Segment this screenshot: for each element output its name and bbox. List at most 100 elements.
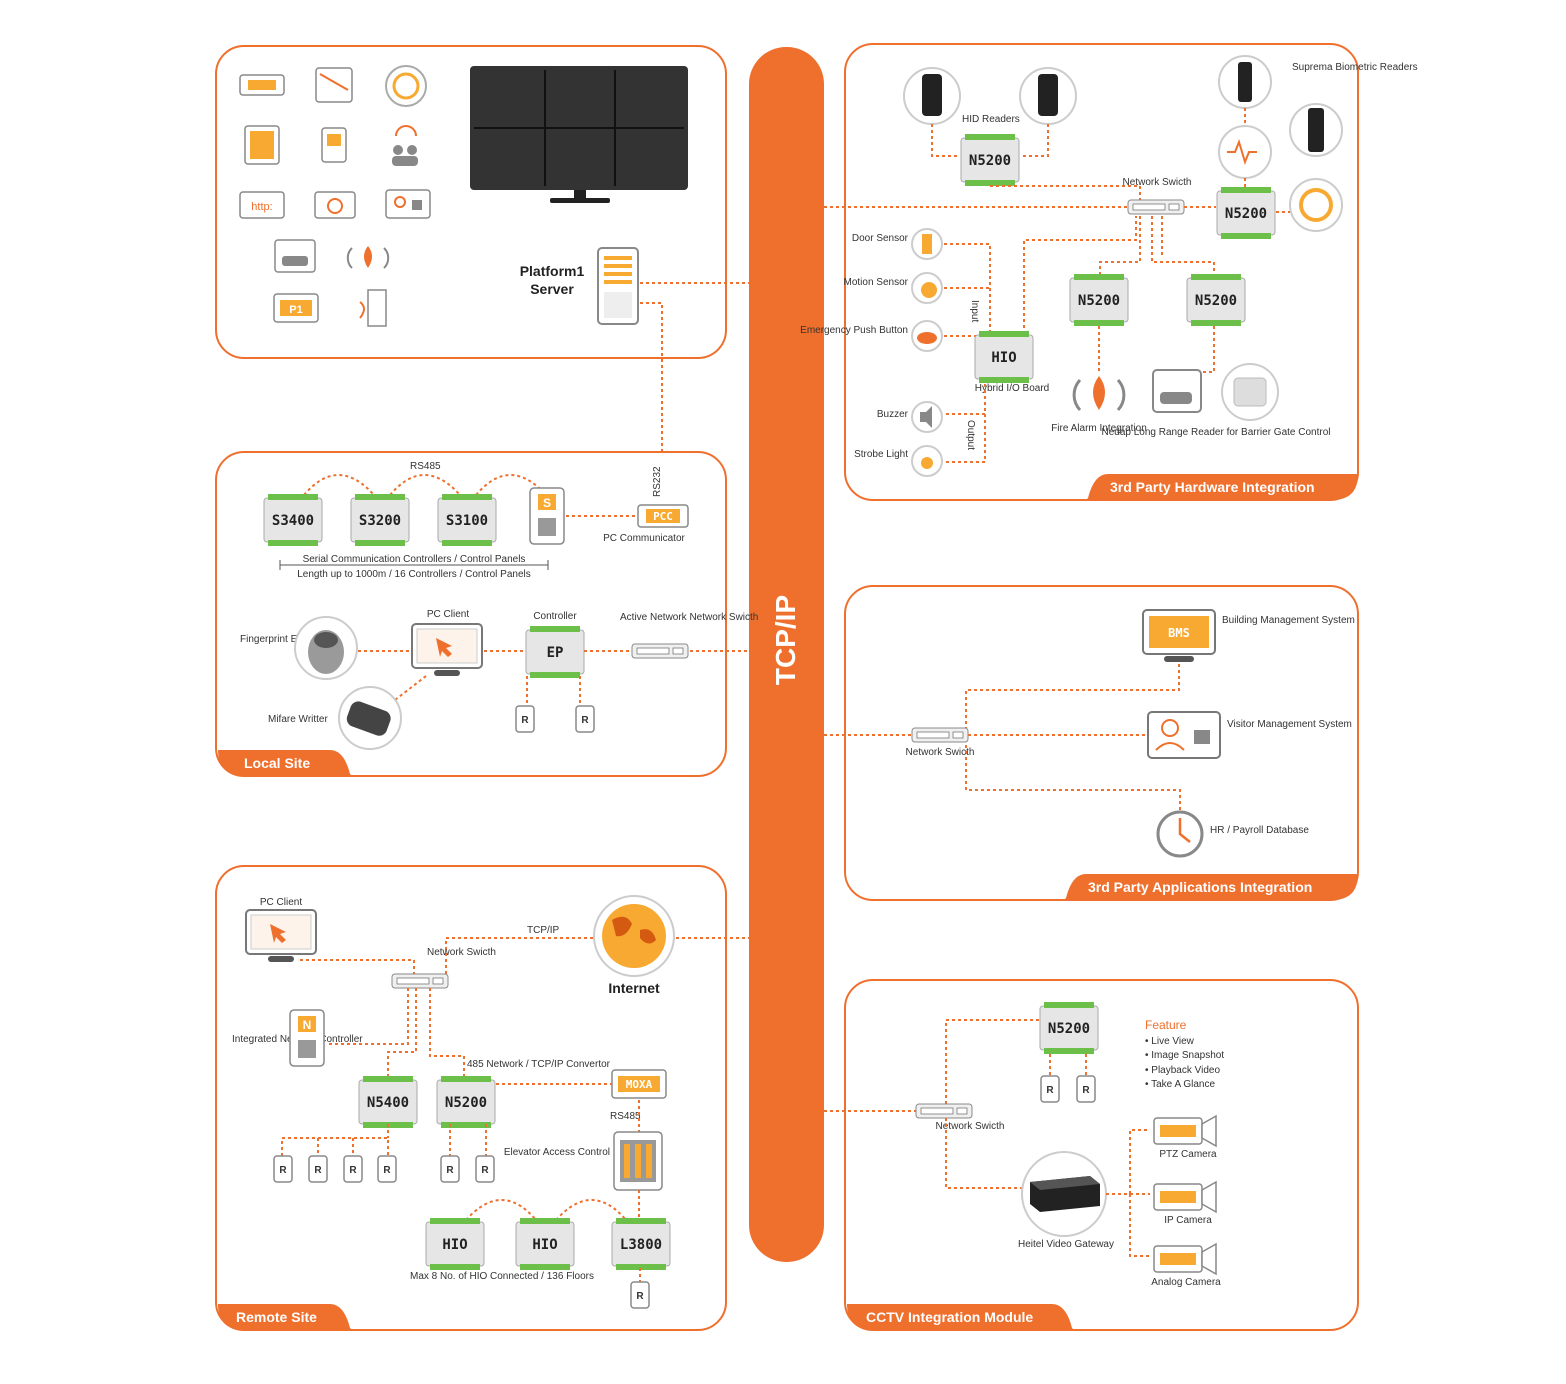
- active-switch-label: Active Network Network Swicth: [620, 612, 758, 623]
- cctv-reader-2: R: [1076, 1075, 1096, 1103]
- svg-text:BMS: BMS: [1168, 626, 1190, 640]
- ip-camera-label: IP Camera: [1164, 1215, 1212, 1226]
- converter-label: 485 Network / TCP/IP Convertor: [467, 1059, 611, 1070]
- output-label: Output: [965, 420, 976, 450]
- svg-text:R: R: [446, 1165, 454, 1176]
- svg-text:N5200: N5200: [1078, 293, 1120, 309]
- motion-sensor-label: Motion Sensor: [844, 277, 909, 288]
- elevator-access-control-icon[interactable]: [613, 1131, 663, 1191]
- ep-controller[interactable]: EP: [525, 625, 585, 679]
- remote-rs485-label: RS485: [610, 1111, 641, 1122]
- http-icon: http:: [239, 191, 285, 219]
- svg-text:R: R: [581, 715, 589, 726]
- s3200-controller[interactable]: S3200: [350, 493, 410, 547]
- cctv-network-switch[interactable]: [915, 1103, 973, 1119]
- buzzer-icon: [911, 401, 943, 433]
- emergency-button-icon: [911, 320, 943, 352]
- ip-camera-icon[interactable]: [1153, 1181, 1217, 1213]
- integrated-network-controller[interactable]: N: [289, 1009, 325, 1067]
- history-icon: [314, 191, 356, 219]
- hardware-network-switch[interactable]: [1127, 199, 1185, 215]
- svg-text:R: R: [1046, 1085, 1054, 1096]
- feature-take-a-glance: • Take A Glance: [1145, 1079, 1215, 1090]
- svg-text:EP: EP: [547, 645, 564, 661]
- n5400-reader-2: R: [308, 1155, 328, 1183]
- svg-text:HIO: HIO: [532, 1237, 557, 1253]
- standalone-s-controller[interactable]: S: [529, 487, 565, 545]
- local-site-tab-label: Local Site: [244, 755, 310, 771]
- door-sensor-label: Door Sensor: [852, 233, 909, 244]
- applications-tab-label: 3rd Party Applications Integration: [1088, 879, 1312, 895]
- barrier-gate-icon: [315, 67, 353, 103]
- mifare-writer-label: Mifare Writter: [268, 714, 328, 725]
- visitor-icon: [392, 125, 418, 166]
- input-label: Input: [969, 300, 980, 322]
- bms-monitor[interactable]: BMS: [1142, 609, 1216, 662]
- analog-camera-icon[interactable]: [1153, 1243, 1217, 1275]
- svg-text:R: R: [636, 1291, 644, 1302]
- suprema-n5200-controller[interactable]: N5200: [1216, 186, 1276, 240]
- hid-reader-2: [1019, 67, 1077, 125]
- feature-title: Feature: [1145, 1018, 1187, 1032]
- pcc-communicator[interactable]: PCC: [637, 504, 689, 528]
- tcpip-bus-label: TCP/IP: [770, 595, 801, 685]
- visitor-management-icon[interactable]: [1147, 711, 1221, 759]
- cctv-panel: CCTV Integration Module N5200 R R Featur…: [824, 979, 1359, 1331]
- fingerprint-scanner-icon: [294, 616, 358, 680]
- strobe-light-label: Strobe Light: [854, 449, 908, 460]
- svg-text:R: R: [481, 1165, 489, 1176]
- n5200-reader-1: R: [440, 1155, 460, 1183]
- server-panel: http: P1 Platform1 Server: [215, 45, 727, 359]
- moxa-converter[interactable]: MOXA: [611, 1069, 667, 1099]
- car-lpr-icon: [274, 239, 316, 273]
- door-sensor-icon: [911, 228, 943, 260]
- cctv-n5200-controller[interactable]: N5200: [1039, 1001, 1099, 1055]
- remote-n5200-controller[interactable]: N5200: [436, 1075, 496, 1129]
- svg-text:S3200: S3200: [359, 513, 401, 529]
- svg-text:N: N: [303, 1018, 312, 1032]
- hid-reader-1: [903, 67, 961, 125]
- hio-board[interactable]: HIO: [974, 330, 1034, 384]
- door-alarm-icon: [359, 289, 387, 327]
- nedap-n5200-controller[interactable]: N5200: [1186, 273, 1246, 327]
- nedap-reader-icon: [1221, 363, 1279, 421]
- buzzer-label: Buzzer: [877, 409, 909, 420]
- hardware-tab: [1086, 474, 1358, 500]
- svg-text:N5200: N5200: [1225, 206, 1267, 222]
- svg-text:L3800: L3800: [620, 1237, 662, 1253]
- applications-network-switch[interactable]: [911, 727, 969, 743]
- tcpip-link-label: TCP/IP: [527, 925, 560, 936]
- fire-n5200-controller[interactable]: N5200: [1069, 273, 1129, 327]
- remote-pc-client-monitor[interactable]: [245, 909, 317, 963]
- n5400-controller[interactable]: N5400: [358, 1075, 418, 1129]
- heitel-video-gateway[interactable]: [1021, 1151, 1107, 1237]
- l3800-controller[interactable]: L3800: [611, 1217, 671, 1271]
- svg-text:MOXA: MOXA: [626, 1078, 653, 1091]
- active-network-switch[interactable]: [631, 643, 689, 659]
- controller-label: Controller: [533, 611, 577, 622]
- local-site-panel: Local Site RS485 S3400 S3200 S3100 S RS2…: [215, 451, 758, 777]
- hid-n5200-controller[interactable]: N5200: [960, 133, 1020, 187]
- l3800-reader: R: [630, 1281, 650, 1309]
- svg-text:N5200: N5200: [1048, 1021, 1090, 1037]
- s3400-controller[interactable]: S3400: [263, 493, 323, 547]
- hid-readers-label: HID Readers: [962, 114, 1020, 125]
- remote-site-panel: Remote Site PC Client TCP/IP Internet Ne…: [215, 865, 749, 1331]
- hio-board-1[interactable]: HIO: [425, 1217, 485, 1271]
- heitel-gateway-label: Heitel Video Gateway: [1018, 1239, 1114, 1250]
- pc-client-label: PC Client: [427, 609, 469, 620]
- internet-globe-icon[interactable]: [593, 895, 675, 977]
- hio-caption: Max 8 No. of HIO Connected / 136 Floors: [410, 1271, 594, 1282]
- hr-payroll-clock-icon[interactable]: [1156, 810, 1204, 858]
- hio-board-2[interactable]: HIO: [515, 1217, 575, 1271]
- svg-text:R: R: [383, 1165, 391, 1176]
- ep-reader-2: R: [575, 705, 595, 733]
- suprema-label: Suprema Biometric Readers: [1292, 62, 1418, 73]
- fire-alarm-integration-icon: [1072, 376, 1126, 412]
- pc-client-monitor[interactable]: [411, 623, 483, 677]
- s3100-controller[interactable]: S3100: [437, 493, 497, 547]
- rs485-label: RS485: [410, 461, 441, 472]
- remote-network-switch[interactable]: [391, 973, 449, 989]
- ptz-camera-icon[interactable]: [1153, 1115, 1217, 1147]
